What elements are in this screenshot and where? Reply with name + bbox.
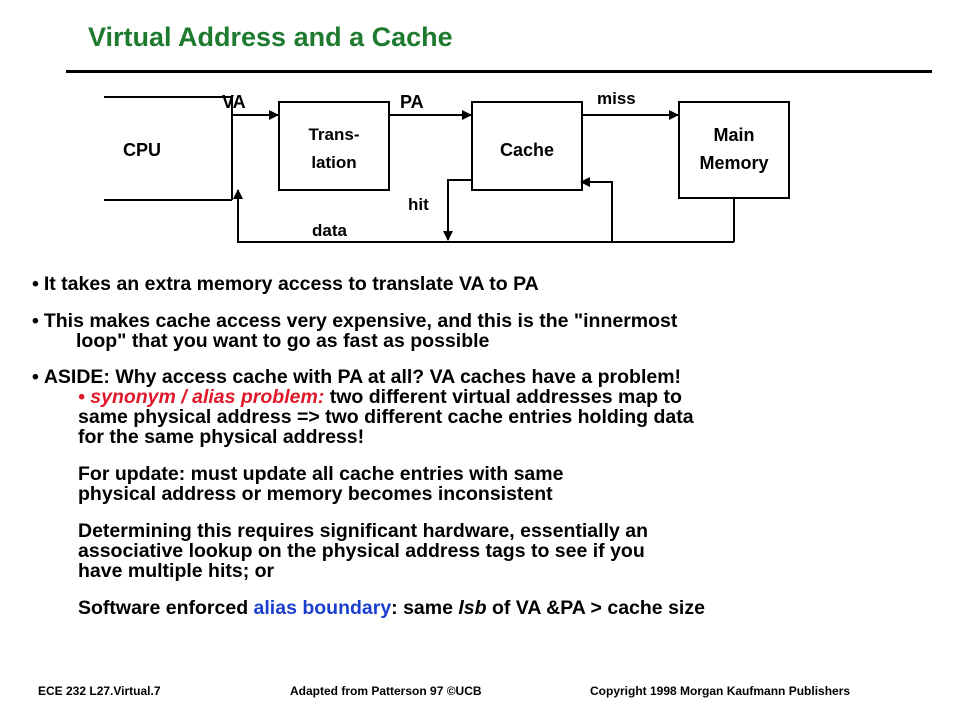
- hit-label: hit: [408, 195, 429, 214]
- main-memory-label-1: Main: [713, 125, 754, 145]
- footer-copyright: Copyright 1998 Morgan Kaufmann Publisher…: [590, 684, 851, 698]
- title-divider: [66, 70, 932, 73]
- translation-block: Trans- lation: [278, 101, 390, 191]
- update-paragraph: For update: must update all cache entrie…: [32, 464, 942, 504]
- bullet-2-line-1: This makes cache access very expensive, …: [43, 310, 678, 332]
- cpu-block: CPU: [104, 96, 233, 201]
- determining-line-1: Determining this requires significant ha…: [78, 520, 649, 542]
- bullet-1: •It takes an extra memory access to tran…: [32, 273, 539, 295]
- data-return-arrow: [233, 189, 734, 243]
- alias-line-1: two different virtual addresses map to: [324, 386, 682, 408]
- translation-label-1: Trans-: [308, 125, 359, 144]
- alias-line-2: same physical address => two different c…: [78, 406, 694, 428]
- bullet-2-line-2: loop" that you want to go as fast as pos…: [76, 330, 490, 352]
- software-paragraph: Software enforced alias boundary: same l…: [32, 598, 942, 618]
- translation-label-2: lation: [311, 153, 356, 172]
- alias-sub-bullet: • synonym / alias problem: two different…: [32, 387, 942, 447]
- cache-block: Cache: [471, 101, 583, 191]
- determining-line-2: associative lookup on the physical addre…: [78, 540, 645, 562]
- miss-label: miss: [597, 89, 636, 108]
- bullet-3-text: ASIDE: Why access cache with PA at all? …: [43, 366, 682, 388]
- cpu-label: CPU: [123, 140, 161, 160]
- software-text-3: of VA &PA > cache size: [486, 597, 705, 619]
- bullet-3: •ASIDE: Why access cache with PA at all?…: [32, 366, 682, 388]
- pa-label: PA: [400, 92, 424, 112]
- determining-paragraph: Determining this requires significant ha…: [32, 521, 942, 581]
- hit-path: [443, 179, 472, 241]
- va-label: VA: [222, 92, 246, 112]
- footer-attribution: Adapted from Patterson 97 ©UCB: [290, 684, 482, 698]
- bullet-list: •It takes an extra memory access to tran…: [32, 270, 942, 618]
- determining-line-3: have multiple hits; or: [78, 560, 275, 582]
- bullet-1-text: It takes an extra memory access to trans…: [43, 273, 539, 295]
- update-line-2: physical address or memory becomes incon…: [78, 483, 553, 505]
- update-line-1: For update: must update all cache entrie…: [78, 463, 564, 485]
- software-text-2: : same: [391, 597, 459, 619]
- cache-label: Cache: [500, 140, 554, 160]
- software-text-1: Software enforced: [78, 597, 254, 619]
- va-cache-diagram: CPU Trans- lation Cache Main Memory VA P…: [104, 89, 790, 243]
- lsb-term: lsb: [458, 597, 487, 619]
- memory-return-path: [580, 177, 613, 242]
- data-label: data: [312, 221, 348, 240]
- alias-boundary-term: alias boundary: [253, 597, 392, 619]
- main-memory-block: Main Memory: [678, 101, 790, 199]
- alias-line-3: for the same physical address!: [78, 426, 365, 448]
- bullet-2: •This makes cache access very expensive,…: [32, 311, 942, 351]
- alias-problem-term: synonym / alias problem:: [90, 386, 325, 408]
- main-memory-label-2: Memory: [699, 153, 768, 173]
- footer-course: ECE 232 L27.Virtual.7: [38, 684, 161, 698]
- slide-title: Virtual Address and a Cache: [88, 22, 453, 52]
